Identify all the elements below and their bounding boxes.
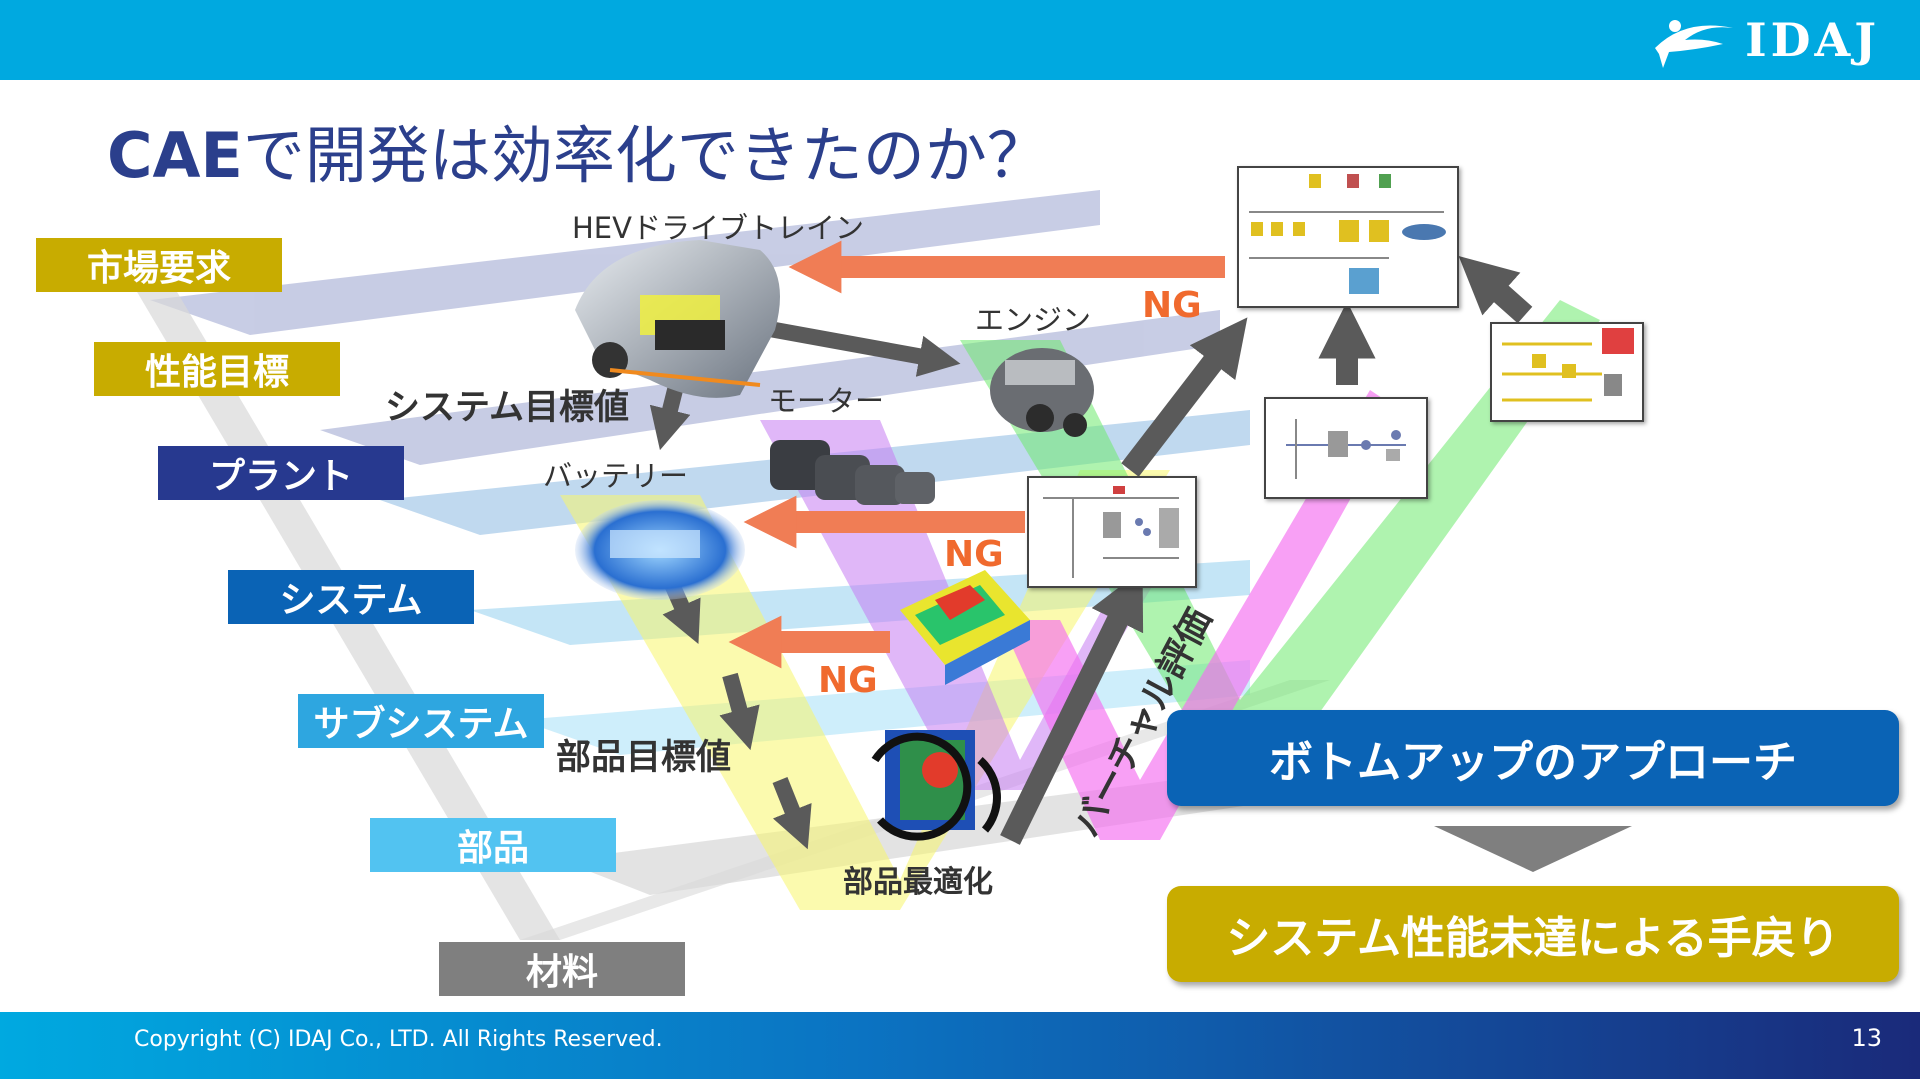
ng-label-bottom: NG [818, 660, 878, 701]
block-diagram-icon [1502, 328, 1634, 402]
block-diagram-icon [1043, 486, 1179, 578]
stage-market-requirement: 市場要求 [36, 238, 282, 292]
hev-car-icon [575, 240, 780, 398]
ng-label-top: NG [1142, 285, 1202, 326]
callout-label: ボトムアップのアプローチ [1269, 737, 1797, 788]
hev-drivetrain-label: HEVドライブトレイン [572, 211, 864, 245]
part-target-label: 部品目標値 [556, 738, 732, 778]
idaj-logo: IDAJ [1645, 12, 1880, 68]
title-prefix: CAE [107, 119, 243, 192]
down-triangle [1434, 826, 1632, 872]
part-optimization-icon [871, 730, 1001, 841]
motor-label: モーター [768, 384, 885, 418]
engine-icon [990, 348, 1094, 437]
title-rest: で開発は効率化できたのか？ [242, 119, 1049, 192]
stage-part: 部品 [370, 818, 616, 872]
battery-pack-cfd-icon [900, 570, 1030, 685]
stage-performance-target: 性能目標 [94, 342, 340, 396]
stage-label: プラント [208, 456, 353, 497]
ng-label-middle: NG [944, 534, 1004, 575]
idaj-logo-mark-icon [1655, 20, 1734, 68]
footer-bar [0, 1012, 1920, 1079]
stage-label: 市場要求 [86, 248, 231, 289]
system-model-screenshot-lower [1027, 476, 1197, 588]
stage-plant: プラント [158, 446, 404, 500]
stage-subsystem: サブシステム [298, 694, 544, 748]
logo-text: IDAJ [1745, 13, 1880, 67]
system-target-label: システム目標値 [385, 388, 629, 428]
stage-label: 材料 [525, 952, 598, 993]
system-model-screenshot-right [1490, 322, 1644, 422]
battery-label: バッテリー [543, 459, 689, 493]
part-optimization-label: 部品最適化 [843, 865, 993, 900]
callout-label: システム性能未達による手戻り [1226, 913, 1840, 964]
stage-material: 材料 [439, 942, 685, 996]
stage-label: 性能目標 [144, 352, 289, 393]
v-pink [1000, 390, 1400, 840]
bottom-up-approach-callout: ボトムアップのアプローチ [1167, 710, 1899, 806]
system-model-screenshot-top [1237, 166, 1459, 308]
copyright-text: Copyright (C) IDAJ Co., LTD. All Rights … [134, 1027, 663, 1052]
system-model-screenshot-middle [1264, 397, 1428, 499]
stage-label: 部品 [456, 828, 529, 869]
battery-car-icon [575, 500, 745, 600]
block-diagram-icon [1286, 419, 1406, 479]
block-diagram-icon [1249, 174, 1446, 294]
motors-icon [770, 440, 935, 505]
stage-label: サブシステム [313, 704, 529, 745]
engine-label: エンジン [975, 303, 1092, 337]
stage-system: システム [228, 570, 474, 624]
stage-label: システム [279, 580, 423, 621]
page-title: CAEで開発は効率化できたのか？ [107, 105, 1049, 195]
rework-callout: システム性能未達による手戻り [1167, 886, 1899, 982]
page-number: 13 [1851, 1024, 1882, 1052]
header-bar [0, 0, 1920, 80]
